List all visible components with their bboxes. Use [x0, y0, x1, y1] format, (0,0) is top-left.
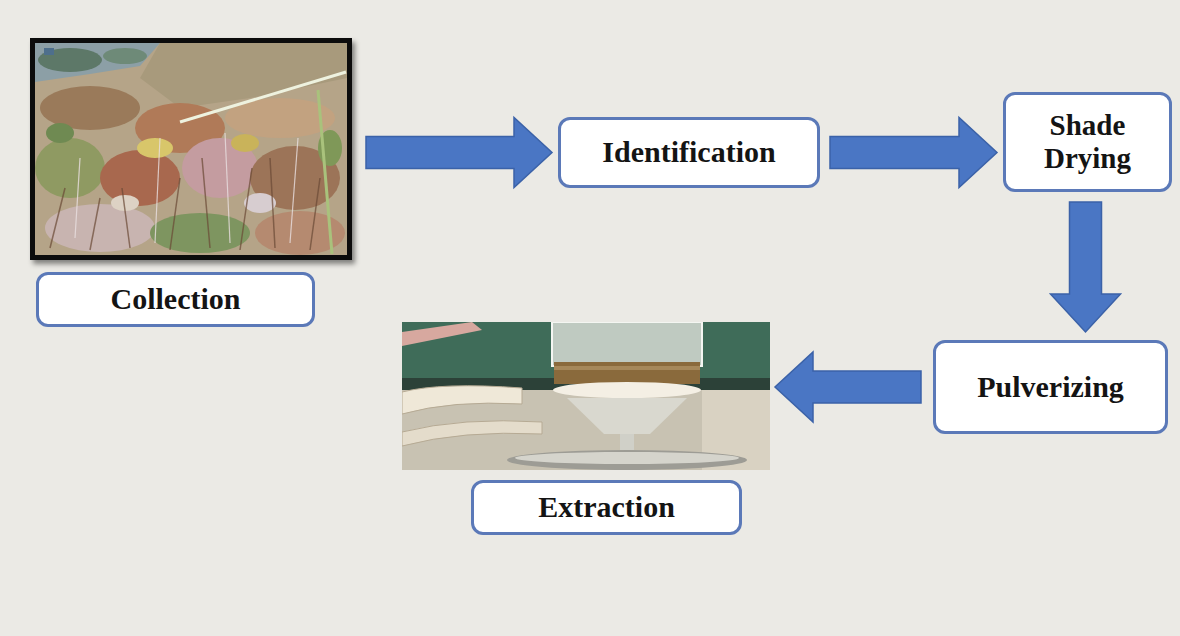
- label-box: Extraction: [471, 480, 742, 535]
- process-box: Pulverizing: [933, 340, 1168, 434]
- block-arrow: [830, 118, 997, 188]
- process-box: Shade Drying: [1003, 92, 1172, 192]
- process-box: Identification: [558, 117, 820, 188]
- extraction-photo: [402, 322, 770, 470]
- photo-step: Extraction: [402, 322, 770, 537]
- block-arrow: [775, 352, 921, 422]
- photo-step: Collection: [30, 38, 356, 329]
- step-label: Collection: [111, 282, 241, 317]
- step-label: Pulverizing: [977, 370, 1124, 405]
- block-arrow: [1051, 202, 1121, 332]
- label-box: Collection: [36, 272, 315, 327]
- field-photo: [30, 38, 352, 260]
- step-label: Identification: [602, 135, 775, 170]
- step-label: Extraction: [538, 490, 675, 525]
- step-label: Shade Drying: [1016, 109, 1159, 176]
- block-arrow: [366, 118, 552, 188]
